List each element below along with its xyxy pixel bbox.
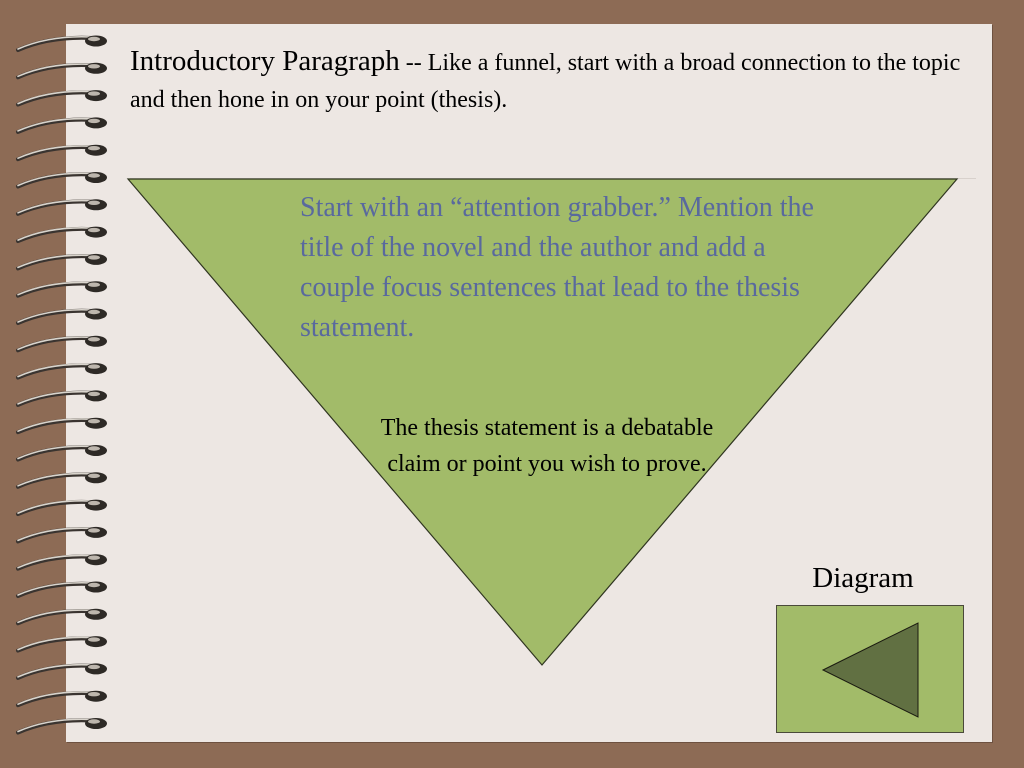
spiral-coil [16,718,107,735]
spiral-coil [16,144,107,162]
spiral-coil [16,281,107,298]
spiral-coil [16,472,107,489]
spiral-coil [16,172,107,189]
spiral-coil [16,199,107,216]
spiral-coil [16,663,107,680]
title-main: Introductory Paragraph [130,45,400,77]
title-description: -- Like a funnel, start with a broad con… [130,50,961,113]
spiral-coil [16,62,107,80]
spiral-coil [16,417,107,435]
spiral-coil [16,35,107,52]
spiral-coil [16,608,107,626]
spiral-coil [16,308,107,325]
spiral-coil [16,390,107,407]
spiral-coil [16,554,107,571]
funnel-top-text: Start with an “attention grabber.” Menti… [300,192,814,343]
back-arrow-triangle-icon [821,622,919,718]
spiral-coil [16,335,107,353]
funnel-thesis-text: The thesis statement is a debatable clai… [380,415,714,477]
spiral-coil [16,363,107,380]
spiral-coil [16,690,107,708]
spiral-coil [16,90,107,107]
spiral-coil [16,117,107,134]
diagram-label: Diagram [812,562,914,594]
spiral-coil [16,445,107,462]
spiral-coil [16,581,107,598]
slide-title: Introductory Paragraph -- Like a funnel,… [130,44,990,120]
diagram-button[interactable] [776,605,964,733]
spiral-coil [16,253,107,271]
spiral-coil [16,499,107,517]
funnel-triangle [126,178,959,666]
spiral-coil [16,226,107,244]
spiral-coil [16,526,107,544]
spiral-coil [16,636,107,653]
spiral-binding [16,35,107,735]
